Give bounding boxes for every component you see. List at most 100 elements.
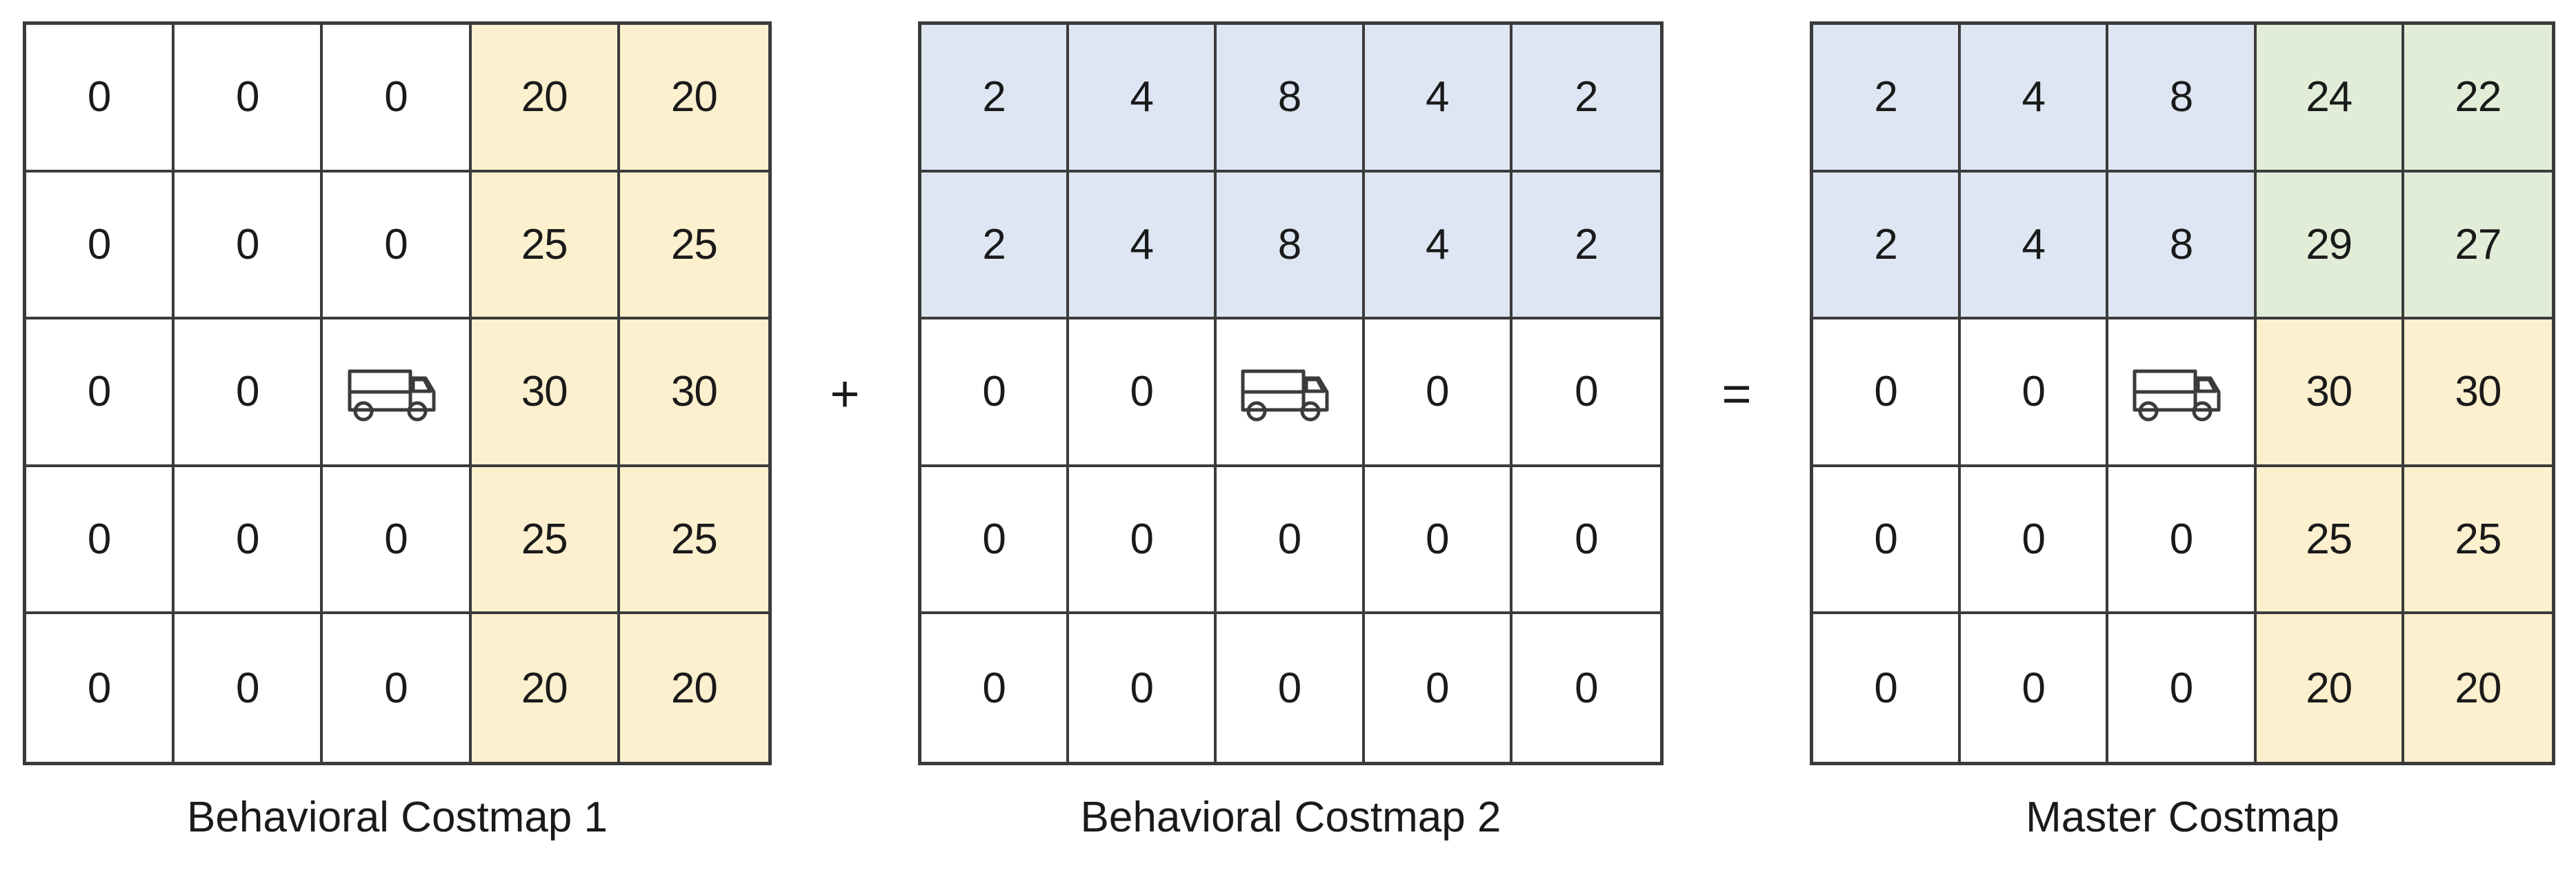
cell-value: 0	[1130, 368, 1154, 416]
grid-cell: 4	[1961, 25, 2109, 173]
cell-value: 25	[521, 220, 568, 268]
grid-cell: 20	[619, 614, 768, 762]
cell-value: 0	[2169, 664, 2193, 712]
grid-cell: 0	[26, 25, 175, 173]
cell-value: 0	[1575, 664, 1598, 712]
grid-cell: 0	[921, 319, 1070, 467]
cell-value: 0	[2021, 368, 2046, 416]
grid-cell: 4	[1069, 172, 1217, 320]
cell-value: 0	[384, 515, 408, 564]
cell-value: 0	[236, 515, 259, 564]
grid-cell: 20	[471, 25, 620, 173]
grid-cell: 0	[1069, 319, 1217, 467]
grid-cell	[1217, 319, 1365, 467]
cell-value: 30	[2306, 368, 2353, 416]
plus-sign: +	[830, 364, 860, 422]
grid-cell: 30	[471, 319, 620, 467]
grid-cell: 22	[2404, 25, 2552, 173]
cell-value: 0	[236, 220, 259, 268]
grid-cell: 24	[2256, 25, 2404, 173]
grid-cell: 27	[2404, 172, 2552, 320]
grid-cell: 8	[2108, 172, 2257, 320]
cell-value: 4	[2021, 73, 2046, 121]
grid-cell: 0	[921, 466, 1070, 615]
operator-equals-wrap: =	[1664, 0, 1810, 765]
grid-cell: 0	[2108, 614, 2257, 762]
grid-cell: 2	[921, 25, 1070, 173]
grid-cell: 0	[1512, 319, 1660, 467]
cell-value: 20	[670, 664, 718, 712]
cell-value: 25	[2306, 515, 2353, 564]
cell-value: 0	[236, 664, 259, 712]
grid-cell: 0	[1364, 614, 1512, 762]
cell-value: 25	[2455, 515, 2502, 564]
grid-cell: 25	[471, 172, 620, 320]
cell-value: 4	[2021, 220, 2046, 268]
grid-cell: 0	[921, 614, 1070, 762]
cell-value: 2	[982, 220, 1006, 268]
cell-value: 30	[670, 368, 718, 416]
cell-value: 0	[1130, 664, 1154, 712]
cell-value: 25	[670, 220, 718, 268]
grid-cell: 0	[26, 319, 175, 467]
grid-cell: 4	[1961, 172, 2109, 320]
cell-value: 0	[2169, 515, 2193, 564]
grid-cell: 4	[1364, 172, 1512, 320]
cell-value: 0	[236, 73, 259, 121]
cell-value: 20	[521, 73, 568, 121]
grid-cell: 0	[323, 614, 472, 762]
cell-value: 0	[1425, 515, 1449, 564]
operator-plus-wrap: +	[772, 0, 918, 765]
grid-cell: 0	[323, 172, 472, 320]
cell-value: 8	[1277, 220, 1301, 268]
grid-cell: 0	[1512, 466, 1660, 615]
cell-value: 0	[1575, 515, 1598, 564]
grid-cell: 29	[2256, 172, 2404, 320]
cell-value: 0	[384, 664, 408, 712]
grid-cell: 20	[471, 614, 620, 762]
grid-cell: 2	[1512, 172, 1660, 320]
grid-cell: 0	[323, 25, 472, 173]
grid-cell: 0	[1069, 466, 1217, 615]
cell-value: 2	[1874, 220, 1897, 268]
cell-value: 2	[1575, 220, 1598, 268]
cell-value: 0	[1874, 368, 1897, 416]
grid-cell: 25	[2256, 466, 2404, 615]
cell-value: 0	[87, 220, 111, 268]
cell-value: 0	[1874, 515, 1897, 564]
cell-value: 25	[670, 515, 718, 564]
cell-value: 0	[384, 220, 408, 268]
grid-cell: 2	[921, 172, 1070, 320]
cell-value: 2	[1575, 73, 1598, 121]
grid-cell: 20	[2404, 614, 2552, 762]
cell-value: 24	[2306, 73, 2353, 121]
cell-value: 30	[2455, 368, 2502, 416]
grid-cell: 8	[2108, 25, 2257, 173]
cell-value: 0	[87, 368, 111, 416]
grid-cell: 0	[1961, 319, 2109, 467]
grid-cell: 0	[26, 172, 175, 320]
grid-cell: 0	[1364, 466, 1512, 615]
grid-cell: 0	[1512, 614, 1660, 762]
grid-cell: 0	[1813, 466, 1961, 615]
grid-cell: 0	[1364, 319, 1512, 467]
cell-value: 0	[87, 664, 111, 712]
cell-value: 20	[2455, 664, 2502, 712]
grid-cell: 25	[471, 466, 620, 615]
grid-cell: 30	[2404, 319, 2552, 467]
cell-value: 2	[1874, 73, 1897, 121]
cell-value: 0	[982, 368, 1006, 416]
cell-value: 0	[1277, 515, 1301, 564]
grid-cell: 0	[1813, 614, 1961, 762]
grid-cell: 8	[1217, 172, 1365, 320]
caption-behavioral-costmap-2: Behavioral Costmap 2	[1080, 794, 1501, 841]
grid-cell: 0	[174, 319, 323, 467]
cell-value: 0	[1277, 664, 1301, 712]
